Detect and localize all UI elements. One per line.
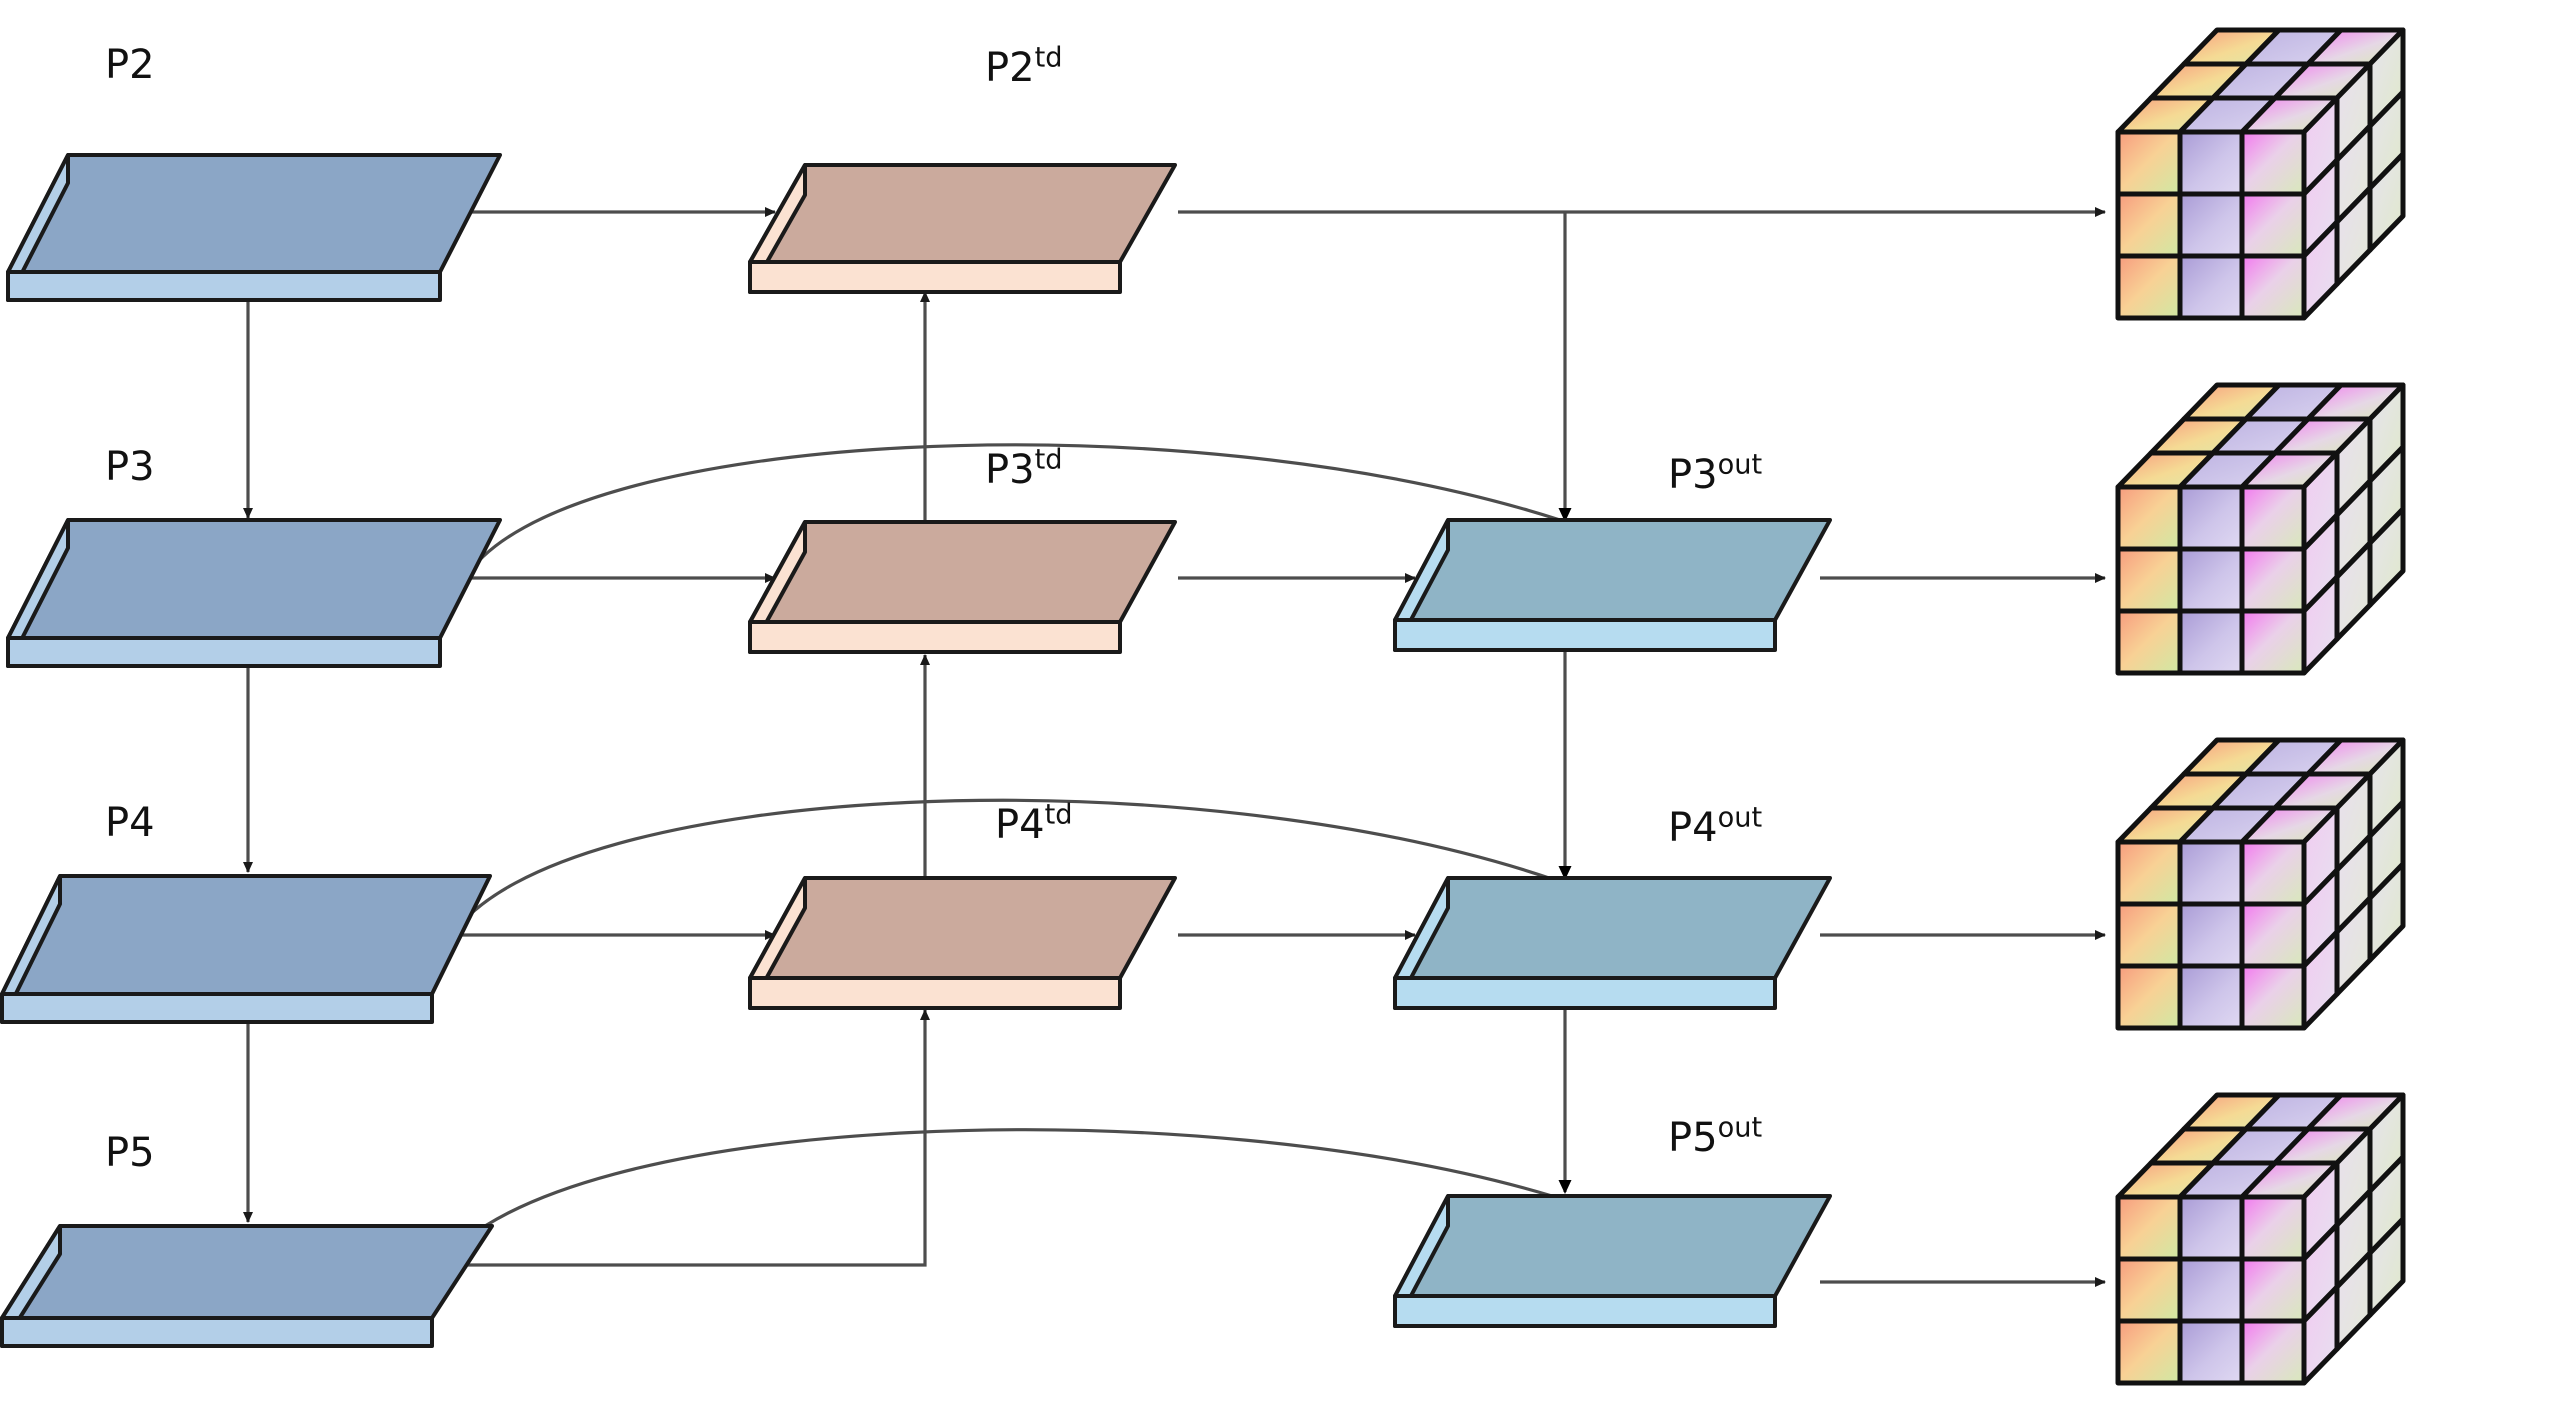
feature-cubes — [2115, 27, 2406, 1386]
label-p4out: P4out — [1668, 802, 1763, 851]
slab-p3out — [1393, 518, 1832, 652]
cube-p5 — [2115, 1092, 2406, 1386]
label-p4: P4 — [105, 800, 155, 846]
cube-p3 — [2115, 382, 2406, 676]
label-p4td: P4td — [995, 799, 1073, 848]
slab-p5out — [1393, 1194, 1832, 1328]
slab-p3 — [6, 518, 502, 668]
edge-p5-p4td — [440, 1009, 930, 1267]
slab-p2 — [6, 153, 502, 302]
label-p3td: P3td — [985, 444, 1063, 493]
label-p2td: P2td — [985, 42, 1063, 91]
slab-p4 — [0, 874, 492, 1024]
cube-p2 — [2115, 27, 2406, 321]
label-p5: P5 — [105, 1130, 155, 1176]
slab-p4out — [1393, 876, 1832, 1010]
edge-p5-p5out-curve — [438, 1128, 1553, 1266]
label-p3out: P3out — [1668, 449, 1763, 498]
slab-p5 — [0, 1224, 494, 1348]
label-p3: P3 — [105, 444, 155, 490]
edge-p4-p4out-curve — [450, 798, 1556, 936]
cube-p4 — [2115, 737, 2406, 1031]
slab-p3td — [748, 520, 1177, 654]
edge-p3-p3out-curve — [464, 443, 1561, 578]
label-p5out: P5out — [1668, 1112, 1763, 1161]
slab-p4td — [748, 876, 1177, 1010]
slab-p2td — [748, 163, 1177, 294]
label-p2: P2 — [105, 42, 155, 88]
